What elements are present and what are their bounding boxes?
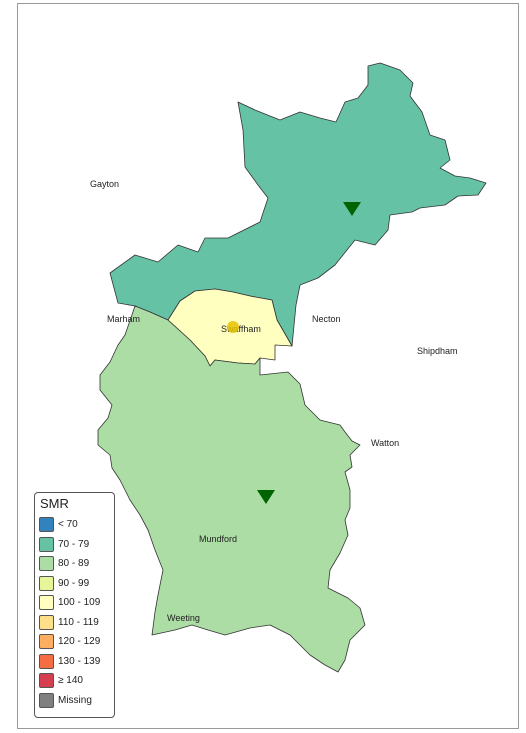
legend-swatch xyxy=(39,575,54,591)
legend-swatch xyxy=(39,634,54,650)
legend-label: 110 - 119 xyxy=(58,616,99,628)
legend-swatch xyxy=(39,536,54,552)
legend-item: 100 - 109 xyxy=(39,593,110,613)
legend-label: 130 - 139 xyxy=(58,655,101,667)
swaffham-circle-marker[interactable] xyxy=(227,321,239,333)
legend-item: 80 - 89 xyxy=(39,554,110,574)
place-label-shipdham: Shipdham xyxy=(417,346,458,356)
region-north[interactable] xyxy=(109,62,487,347)
place-label-necton: Necton xyxy=(312,314,341,324)
legend-swatch xyxy=(39,595,54,611)
legend-label: < 70 xyxy=(58,519,78,531)
smr-legend: SMR < 70 70 - 79 80 - 89 90 - 99 100 - 109 11… xyxy=(34,492,115,718)
legend-swatch xyxy=(39,556,54,572)
place-label-swaffham: Swaffham xyxy=(221,324,261,334)
place-label-watton: Watton xyxy=(371,438,399,448)
place-label-gayton: Gayton xyxy=(90,179,119,189)
legend-swatch xyxy=(39,614,54,630)
region-south[interactable] xyxy=(97,305,366,673)
legend-label: 90 - 99 xyxy=(58,577,90,589)
legend-item: 120 - 129 xyxy=(39,632,110,652)
legend-label: 100 - 109 xyxy=(58,597,101,609)
legend-swatch xyxy=(39,653,54,669)
legend-title: SMR xyxy=(40,496,69,511)
legend-item: 110 - 119 xyxy=(39,613,110,633)
legend-item: < 70 xyxy=(39,515,110,535)
legend-label: 70 - 79 xyxy=(58,538,90,550)
legend-items: < 70 70 - 79 80 - 89 90 - 99 100 - 109 110 - … xyxy=(39,515,110,710)
place-label-mundford: Mundford xyxy=(199,534,237,544)
legend-item: 130 - 139 xyxy=(39,652,110,672)
legend-item: 70 - 79 xyxy=(39,535,110,555)
legend-label: Missing xyxy=(58,694,92,706)
place-label-weeting: Weeting xyxy=(167,613,200,623)
legend-label: ≥ 140 xyxy=(58,675,83,687)
legend-item: Missing xyxy=(39,691,110,711)
legend-label: 120 - 129 xyxy=(58,636,101,648)
legend-item: ≥ 140 xyxy=(39,671,110,691)
north-triangle-marker[interactable] xyxy=(343,202,361,216)
legend-swatch xyxy=(39,517,54,533)
legend-swatch xyxy=(39,673,54,689)
place-label-marham: Marham xyxy=(107,314,140,324)
south-triangle-marker[interactable] xyxy=(257,490,275,504)
legend-item: 90 - 99 xyxy=(39,574,110,594)
legend-swatch xyxy=(39,692,54,708)
legend-label: 80 - 89 xyxy=(58,558,90,570)
